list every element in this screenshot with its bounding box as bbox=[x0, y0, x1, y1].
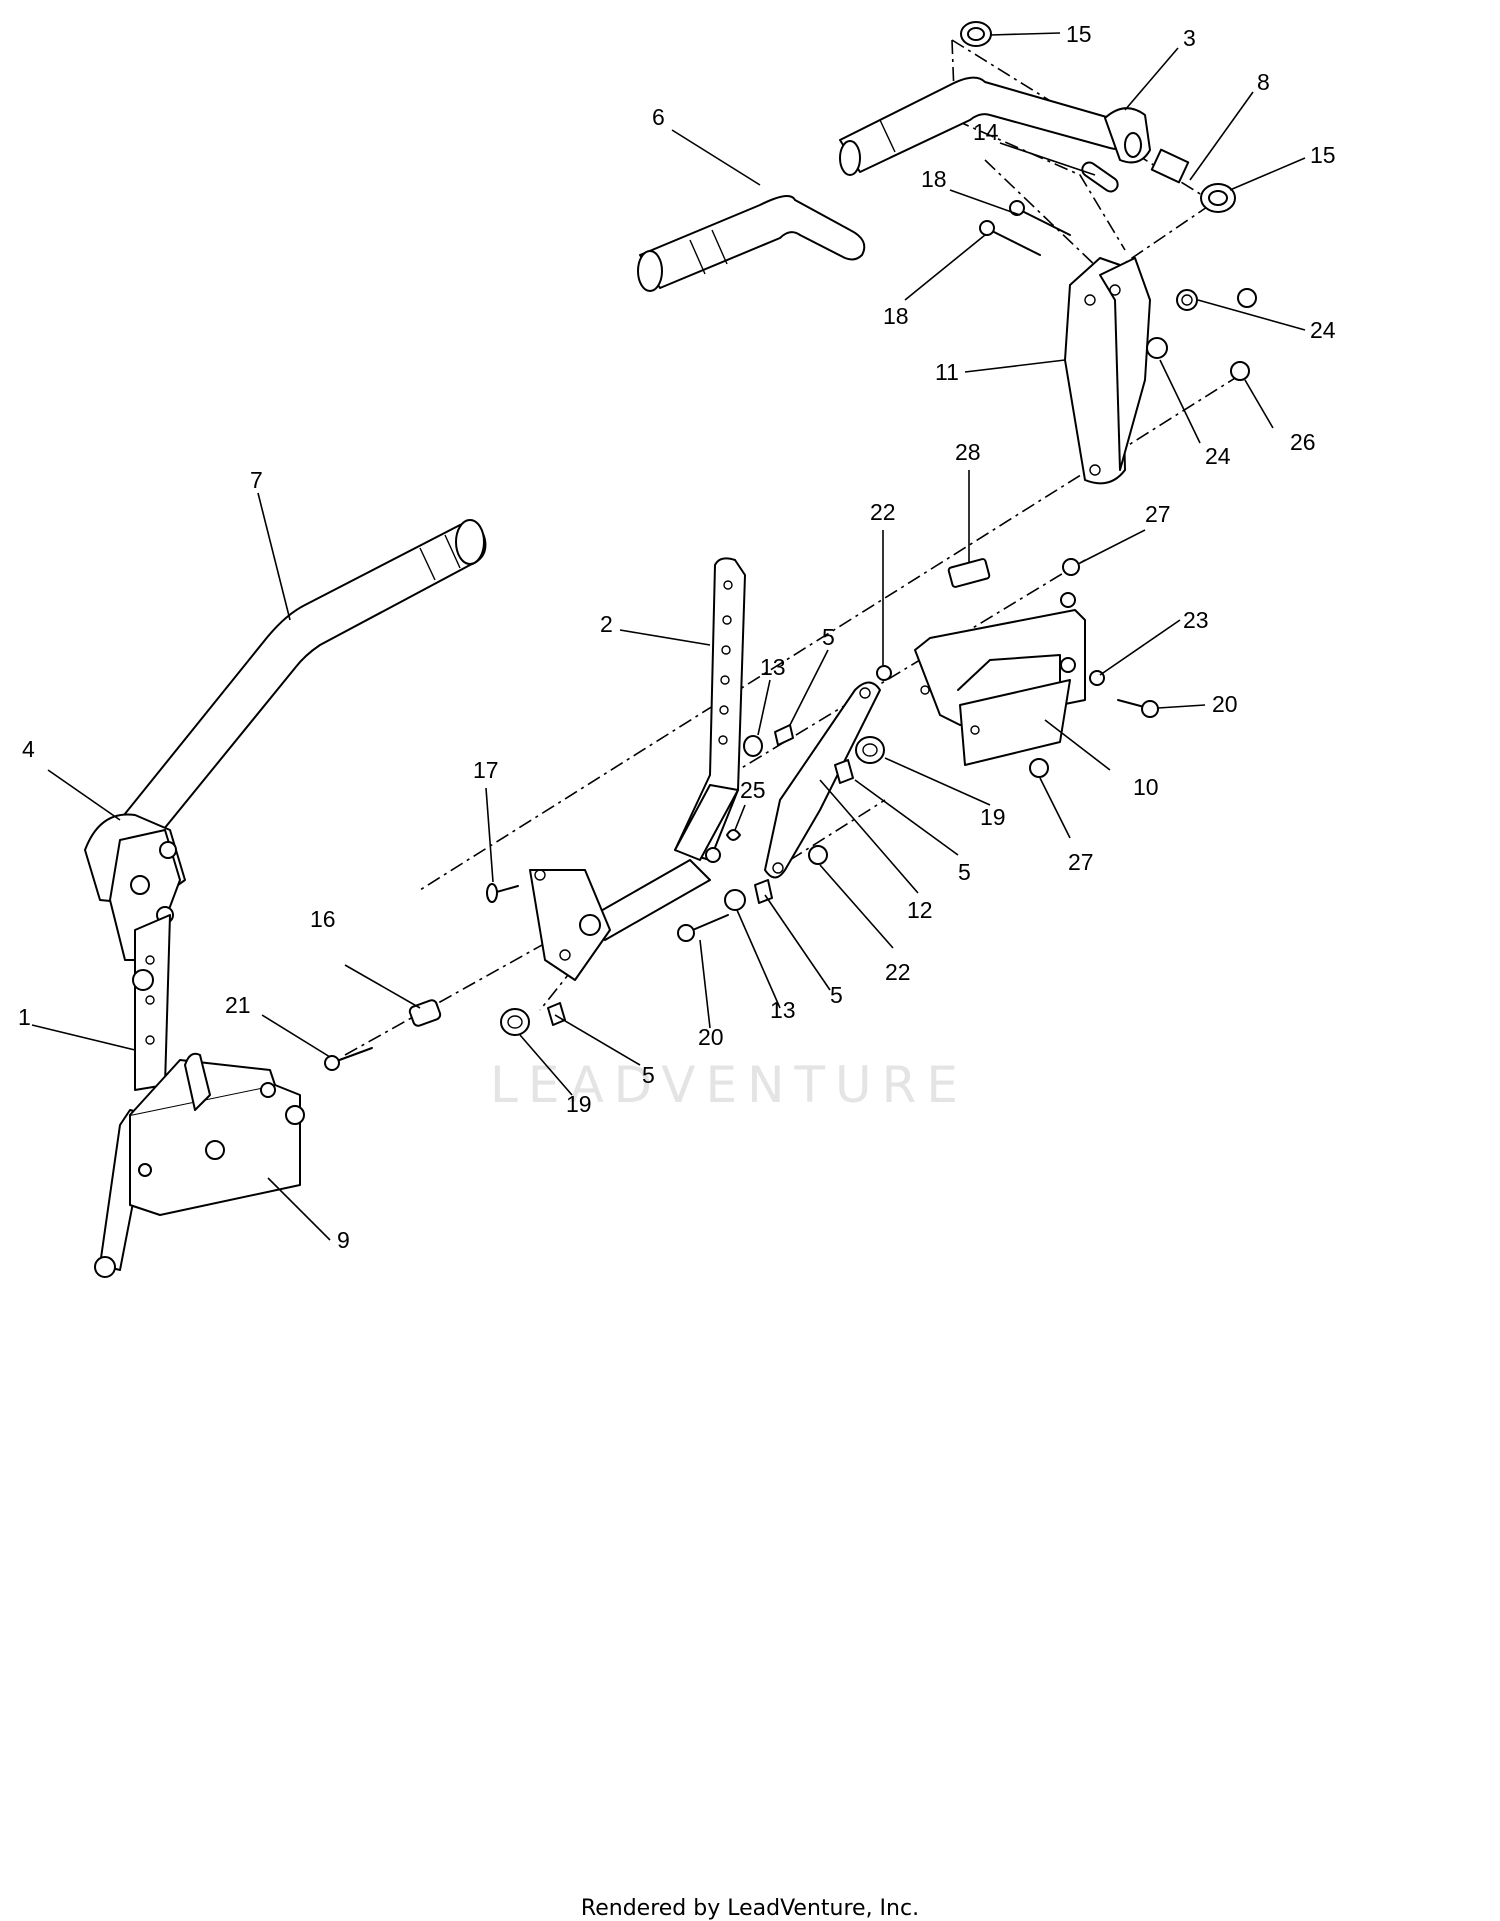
callout-18: 18 bbox=[883, 303, 909, 329]
callout-17: 17 bbox=[473, 757, 499, 783]
callout-5: 5 bbox=[642, 1062, 655, 1088]
part-24-nut-lower bbox=[1146, 337, 1168, 359]
part-5-clip-lower bbox=[754, 879, 773, 904]
callout-12: 12 bbox=[907, 897, 933, 923]
part-13-washer-upper bbox=[743, 735, 763, 757]
part-8-bushing bbox=[1150, 148, 1190, 184]
part-14-pin bbox=[1081, 161, 1119, 193]
callout-15: 15 bbox=[1066, 21, 1092, 47]
part-22-nut-upper bbox=[876, 665, 892, 681]
part-20-bolt-lower bbox=[677, 914, 729, 942]
part-26-bolt bbox=[1230, 361, 1250, 381]
callout-23: 23 bbox=[1183, 607, 1209, 633]
part-6-control-handle bbox=[637, 195, 866, 292]
callout-13: 13 bbox=[770, 997, 796, 1023]
part-28-clip bbox=[947, 558, 991, 588]
callout-25: 25 bbox=[740, 777, 766, 803]
part-3-control-handle-mount bbox=[839, 76, 1151, 176]
part-13-washer-lower bbox=[724, 889, 746, 911]
callout-19: 19 bbox=[980, 804, 1006, 830]
callout-24: 24 bbox=[1310, 317, 1336, 343]
part-16-spacer bbox=[408, 999, 442, 1027]
callout-24: 24 bbox=[1205, 443, 1231, 469]
callout-2: 2 bbox=[600, 611, 613, 637]
part-15-flange-bushing-top bbox=[960, 21, 992, 47]
callout-20: 20 bbox=[1212, 691, 1238, 717]
part-15-flange-bushing-right bbox=[1200, 183, 1236, 213]
callout-22: 22 bbox=[870, 499, 896, 525]
part-24-bolt-cap bbox=[1237, 288, 1257, 308]
callout-13: 13 bbox=[760, 654, 786, 680]
part-2-lever-arm bbox=[674, 557, 746, 861]
part-10-frame-brackets bbox=[914, 609, 1086, 766]
callout-19: 19 bbox=[566, 1091, 592, 1117]
part-5-clip-upper bbox=[774, 724, 794, 746]
part-22-nut-lower bbox=[808, 845, 828, 865]
callout-10: 10 bbox=[1133, 774, 1159, 800]
part-19-bushing-right bbox=[855, 736, 885, 764]
callout-27: 27 bbox=[1145, 501, 1171, 527]
part-19-bushing-lower bbox=[500, 1008, 530, 1036]
callout-22: 22 bbox=[885, 959, 911, 985]
callout-9: 9 bbox=[337, 1227, 350, 1253]
part-27-bolt-upper bbox=[1060, 558, 1080, 608]
callout-28: 28 bbox=[955, 439, 981, 465]
part-4-pivot-mount bbox=[84, 813, 186, 961]
footer-credit: Rendered by LeadVenture, Inc. bbox=[580, 1896, 920, 1921]
callout-20: 20 bbox=[698, 1024, 724, 1050]
callout-1: 1 bbox=[18, 1004, 31, 1030]
part-17-pin bbox=[486, 883, 519, 903]
callout-labels: 15 3 8 15 6 14 18 18 24 11 24 26 28 7 22… bbox=[18, 21, 1336, 1253]
part-12-link-arm bbox=[764, 681, 881, 879]
watermark-text: LEADVENTURE bbox=[490, 1056, 968, 1114]
callout-14: 14 bbox=[973, 119, 999, 145]
part-7-steering-lever bbox=[119, 519, 487, 841]
callout-4: 4 bbox=[22, 736, 35, 762]
part-25-clip bbox=[726, 829, 741, 841]
callout-5: 5 bbox=[830, 982, 843, 1008]
callout-5: 5 bbox=[822, 624, 835, 650]
callout-16: 16 bbox=[310, 906, 336, 932]
shaft-plate-assembly bbox=[529, 847, 721, 981]
leader-lines bbox=[31, 32, 1306, 1241]
callout-5: 5 bbox=[958, 859, 971, 885]
callout-21: 21 bbox=[225, 992, 251, 1018]
callout-3: 3 bbox=[1183, 25, 1196, 51]
part-5-clip-middle bbox=[834, 759, 854, 784]
callout-7: 7 bbox=[250, 467, 263, 493]
callout-6: 6 bbox=[652, 104, 665, 130]
callout-18: 18 bbox=[921, 166, 947, 192]
callout-11: 11 bbox=[935, 359, 959, 385]
callout-26: 26 bbox=[1290, 429, 1316, 455]
callout-15: 15 bbox=[1310, 142, 1336, 168]
part-20-bolt-right bbox=[1117, 699, 1159, 718]
part-27-bolt-lower bbox=[1029, 758, 1049, 778]
part-21-bolt bbox=[324, 1047, 373, 1071]
callout-8: 8 bbox=[1257, 69, 1270, 95]
part-11-pivot-bracket bbox=[1064, 257, 1151, 485]
part-9-mount-bracket bbox=[129, 1052, 305, 1216]
callout-27: 27 bbox=[1068, 849, 1094, 875]
part-18-bolts bbox=[979, 200, 1071, 256]
part-5-clip-bottom bbox=[547, 1002, 566, 1026]
part-24-nut-upper bbox=[1176, 289, 1198, 311]
